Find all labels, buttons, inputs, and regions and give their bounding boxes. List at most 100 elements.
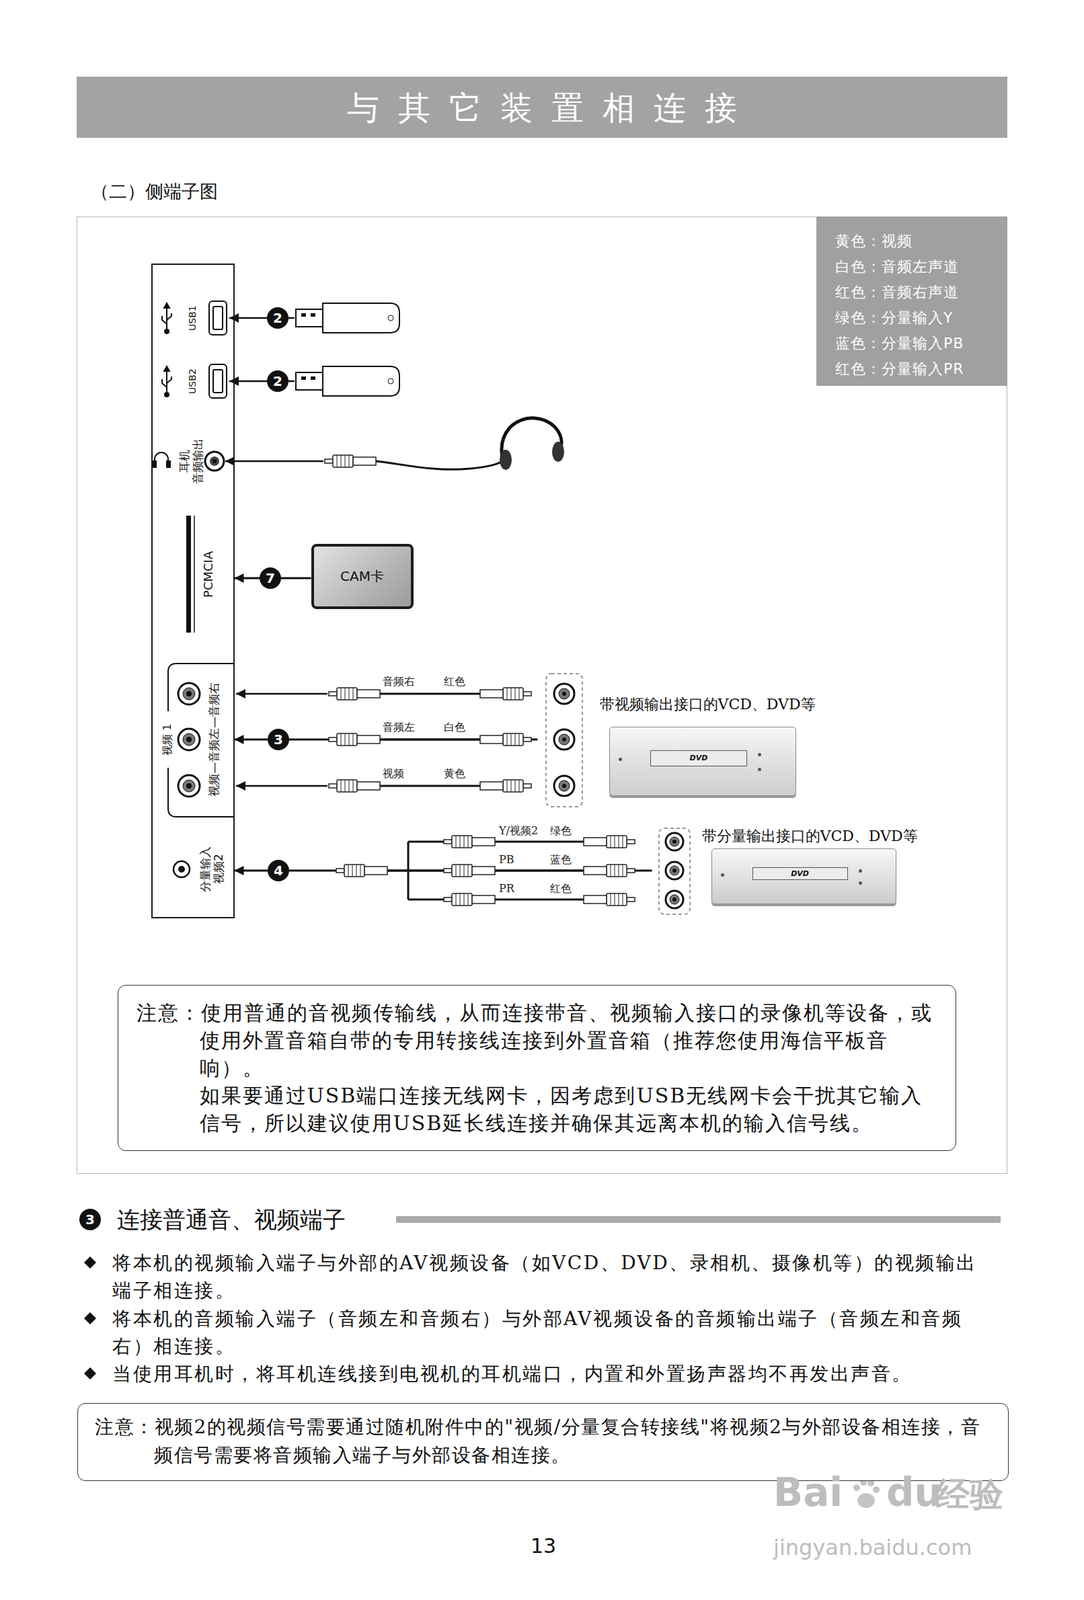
- watermark-paw: [857, 1493, 875, 1509]
- legend-entry: 红色：分量输入PR: [835, 356, 1001, 382]
- usb-port: [209, 301, 227, 335]
- section-heading: （二）侧端子图: [90, 180, 218, 203]
- component-cable: [443, 864, 495, 877]
- pcmcia-slot: [186, 515, 191, 633]
- dvd-tray: DVD: [752, 867, 848, 881]
- dvd-knob: [757, 767, 762, 772]
- headphones: [552, 441, 565, 462]
- component-cable: [443, 893, 495, 906]
- note-box: 注意：使用普通的音视频传输线，从而连接带音、视频输入接口的录像机等设备，或使用外…: [117, 985, 957, 1152]
- cam-card: CAM卡: [311, 544, 414, 610]
- component-cable: [387, 841, 584, 900]
- bullet-diamond: [84, 1367, 97, 1380]
- usb-stick: [295, 372, 323, 391]
- cable-label: 音频左: [382, 720, 415, 735]
- usb-stick: [388, 315, 394, 321]
- legend-entry: 黄色：视频: [835, 228, 1001, 255]
- usb-symbol: [162, 303, 172, 334]
- callout-number: 3: [79, 1209, 101, 1231]
- usb-stick: [310, 376, 316, 380]
- dvd-knob: [858, 869, 863, 873]
- usb-symbol: [162, 366, 172, 397]
- av-jack: [186, 737, 192, 743]
- headphone-jack: [209, 456, 220, 467]
- component-jack: [178, 866, 185, 873]
- component-cable: [583, 893, 635, 906]
- port-label: USB2: [186, 368, 198, 395]
- component-jack: [173, 861, 190, 878]
- usb-symbol: [162, 306, 172, 330]
- usb-stick: [322, 366, 400, 397]
- headphone-jack: [205, 451, 224, 471]
- jack-box: [554, 776, 575, 797]
- bullet-text: 将本机的音频输入端子（音频左和音频右）与外部AV视频设备的音频输出端子（音频左和…: [112, 1305, 996, 1361]
- port-label: 分量输入 视频2: [199, 843, 226, 895]
- cable-label: 视频: [382, 767, 405, 781]
- cable-label: 红色: [443, 675, 466, 689]
- jack-box: [672, 897, 677, 902]
- dvd-player: 带分量输出接口的VCD、DVD等DVD: [652, 823, 942, 918]
- cable-label: PR: [498, 882, 515, 896]
- bracket: [168, 663, 235, 818]
- usb-port: [213, 306, 223, 330]
- dvd-body: DVD: [711, 848, 897, 905]
- callout-number: 2: [266, 307, 289, 329]
- jack-box: [558, 780, 570, 792]
- av-jack: [178, 728, 200, 751]
- bullet-text: 当使用耳机时，将耳机连线接到电视机的耳机端口，内置和外置扬声器均不再发出声音。: [112, 1360, 996, 1388]
- dvd-player: 带视频输出接口的VCD、DVD等 DVD: [537, 669, 824, 811]
- av-jack: [182, 733, 196, 746]
- dvd-knob: [757, 753, 762, 757]
- note-text: 如果要通过USB端口连接无线网卡，因考虑到USB无线网卡会干扰其它输入信号，所以…: [136, 1081, 937, 1138]
- port-label: 耳机 音频输出: [178, 435, 205, 487]
- title-band: 与其它装置相连接: [76, 76, 1008, 138]
- callout-number: 2: [266, 370, 289, 393]
- headphone-icon: [166, 461, 171, 468]
- cable-label: 红色: [550, 882, 572, 896]
- usb-symbol: [162, 369, 172, 393]
- watermark: 经验: [936, 1475, 1004, 1515]
- callout-number: 3: [267, 728, 290, 751]
- dvd-body: DVD: [609, 726, 797, 797]
- av-jack: [178, 775, 200, 797]
- headphones: [324, 455, 376, 468]
- av-cable: [379, 693, 481, 787]
- headphone-jack: [205, 451, 224, 471]
- arrow-line: [236, 693, 328, 696]
- legend-entry: 蓝色：分量输入PB: [835, 330, 1001, 357]
- av-cable: [480, 780, 532, 793]
- jack-box: [562, 784, 567, 789]
- headphones: [499, 449, 512, 471]
- jack-box: [669, 837, 680, 847]
- dvd-knob: [858, 881, 863, 885]
- dvd-logo: DVD: [689, 754, 709, 763]
- usb-stick: [388, 378, 394, 384]
- headphones: [324, 418, 565, 471]
- legend-entry: 绿色：分量输入Y: [835, 305, 1001, 331]
- usb-symbol: [164, 366, 170, 372]
- jack-box: [659, 828, 690, 915]
- watermark-paw: [853, 1484, 861, 1492]
- usb-port: [213, 369, 223, 393]
- usb-stick: [295, 366, 400, 397]
- av-cable: [480, 733, 532, 746]
- usb-stick: [322, 303, 400, 333]
- dvd-tray: DVD: [650, 750, 748, 767]
- cable-label: 蓝色: [550, 853, 572, 867]
- av-jack: [186, 783, 192, 789]
- pcmcia-slot: [186, 515, 195, 633]
- cable-label: 黄色: [443, 767, 466, 781]
- bullet-text: 将本机的视频输入端子与外部的AV视频设备（如VCD、DVD、录相机、摄像机等）的…: [112, 1249, 996, 1305]
- jack-box: [672, 868, 677, 873]
- usb-symbol: [164, 329, 169, 334]
- device-caption: 带视频输出接口的VCD、DVD等: [599, 695, 816, 714]
- page-title: 与其它装置相连接: [328, 88, 756, 127]
- legend-entry: 红色：音频右声道: [835, 279, 1001, 306]
- jack-box: [546, 673, 583, 807]
- note-text: 注意：使用普通的音视频传输线，从而连接带音、视频输入接口的录像机等设备，或使用外…: [136, 999, 937, 1082]
- av-jack: [178, 683, 200, 797]
- cable-label: PB: [498, 853, 515, 867]
- port-label: 视频 1: [161, 723, 174, 756]
- usb-stick: [301, 313, 306, 317]
- dvd-knob: [618, 757, 623, 762]
